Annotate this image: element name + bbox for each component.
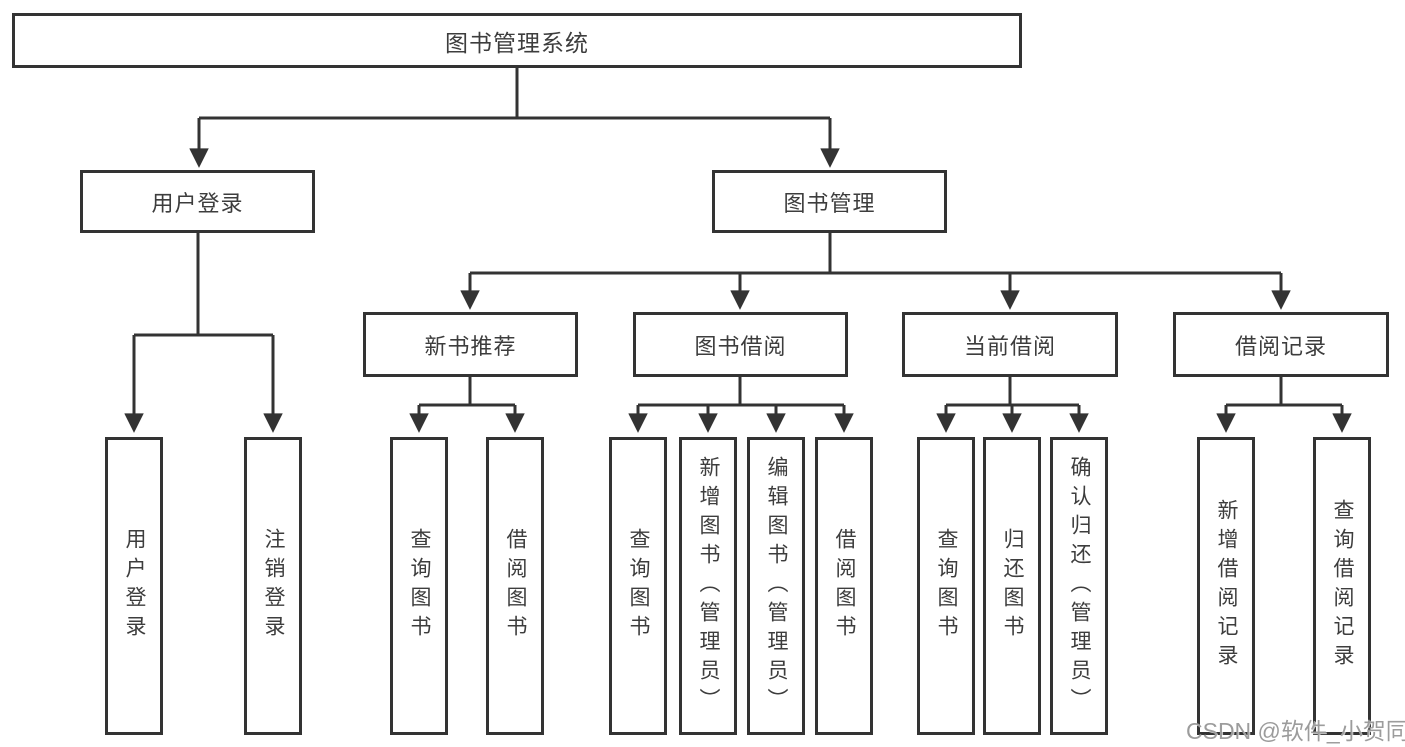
node-label: 图书借阅 bbox=[694, 333, 787, 359]
connector-user-login-branch bbox=[134, 233, 273, 337]
node-new-book-recommendation: 新书推荐 bbox=[363, 312, 578, 377]
leaf-label: 注销登录 bbox=[262, 528, 285, 644]
leaf-label: 借阅图书 bbox=[833, 528, 856, 644]
leaf-label: 用户登录 bbox=[123, 528, 146, 644]
node-label: 借阅记录 bbox=[1234, 333, 1327, 359]
connector-book-management-branch bbox=[470, 233, 1281, 275]
node-label: 新书推荐 bbox=[424, 333, 517, 359]
leaf-label: 借阅图书 bbox=[504, 528, 527, 644]
node-label: 图书管理 bbox=[783, 190, 876, 216]
node-label: 用户登录 bbox=[151, 190, 244, 216]
node-current-borrowing: 当前借阅 bbox=[902, 312, 1118, 377]
node-book-borrowing: 图书借阅 bbox=[633, 312, 848, 377]
leaf-add-books-admin: 新增图书（管理员） bbox=[679, 437, 737, 735]
connector-recommendation-branch bbox=[419, 377, 515, 407]
leaf-label: 编辑图书（管理员） bbox=[765, 455, 788, 717]
leaf-borrow-books-recommend: 借阅图书 bbox=[486, 437, 544, 735]
leaf-edit-books-admin: 编辑图书（管理员） bbox=[747, 437, 805, 735]
leaf-label: 新增借阅记录 bbox=[1215, 499, 1238, 673]
leaf-label: 查询图书 bbox=[408, 528, 431, 644]
leaf-query-borrow-record: 查询借阅记录 bbox=[1313, 437, 1371, 735]
node-borrowing-records: 借阅记录 bbox=[1173, 312, 1389, 377]
leaf-confirm-return-admin: 确认归还（管理员） bbox=[1050, 437, 1108, 735]
leaf-label: 查询借阅记录 bbox=[1331, 499, 1354, 673]
node-user-login: 用户登录 bbox=[80, 170, 315, 233]
connector-records-branch bbox=[1226, 377, 1342, 407]
leaf-query-books-current: 查询图书 bbox=[917, 437, 975, 735]
connector-root-branch bbox=[199, 68, 830, 120]
node-library-management-system: 图书管理系统 bbox=[12, 13, 1022, 68]
node-label: 当前借阅 bbox=[963, 333, 1056, 359]
leaf-return-books: 归还图书 bbox=[983, 437, 1041, 735]
node-book-management: 图书管理 bbox=[712, 170, 947, 233]
node-label: 图书管理系统 bbox=[445, 29, 589, 56]
leaf-label: 新增图书（管理员） bbox=[697, 455, 720, 717]
connector-borrowing-branch bbox=[638, 377, 844, 407]
leaf-user-login: 用户登录 bbox=[105, 437, 163, 735]
leaf-label: 查询图书 bbox=[627, 528, 650, 644]
leaf-add-borrow-record: 新增借阅记录 bbox=[1197, 437, 1255, 735]
leaf-label: 确认归还（管理员） bbox=[1068, 455, 1091, 717]
leaf-query-books-borrowing: 查询图书 bbox=[609, 437, 667, 735]
leaf-borrow-books-borrowing: 借阅图书 bbox=[815, 437, 873, 735]
csdn-watermark: CSDN @软件_小贺同学 bbox=[1186, 718, 1405, 744]
leaf-query-books-recommend: 查询图书 bbox=[390, 437, 448, 735]
leaf-label: 归还图书 bbox=[1001, 528, 1024, 644]
leaf-logout: 注销登录 bbox=[244, 437, 302, 735]
leaf-label: 查询图书 bbox=[935, 528, 958, 644]
connector-current-branch bbox=[946, 377, 1079, 407]
